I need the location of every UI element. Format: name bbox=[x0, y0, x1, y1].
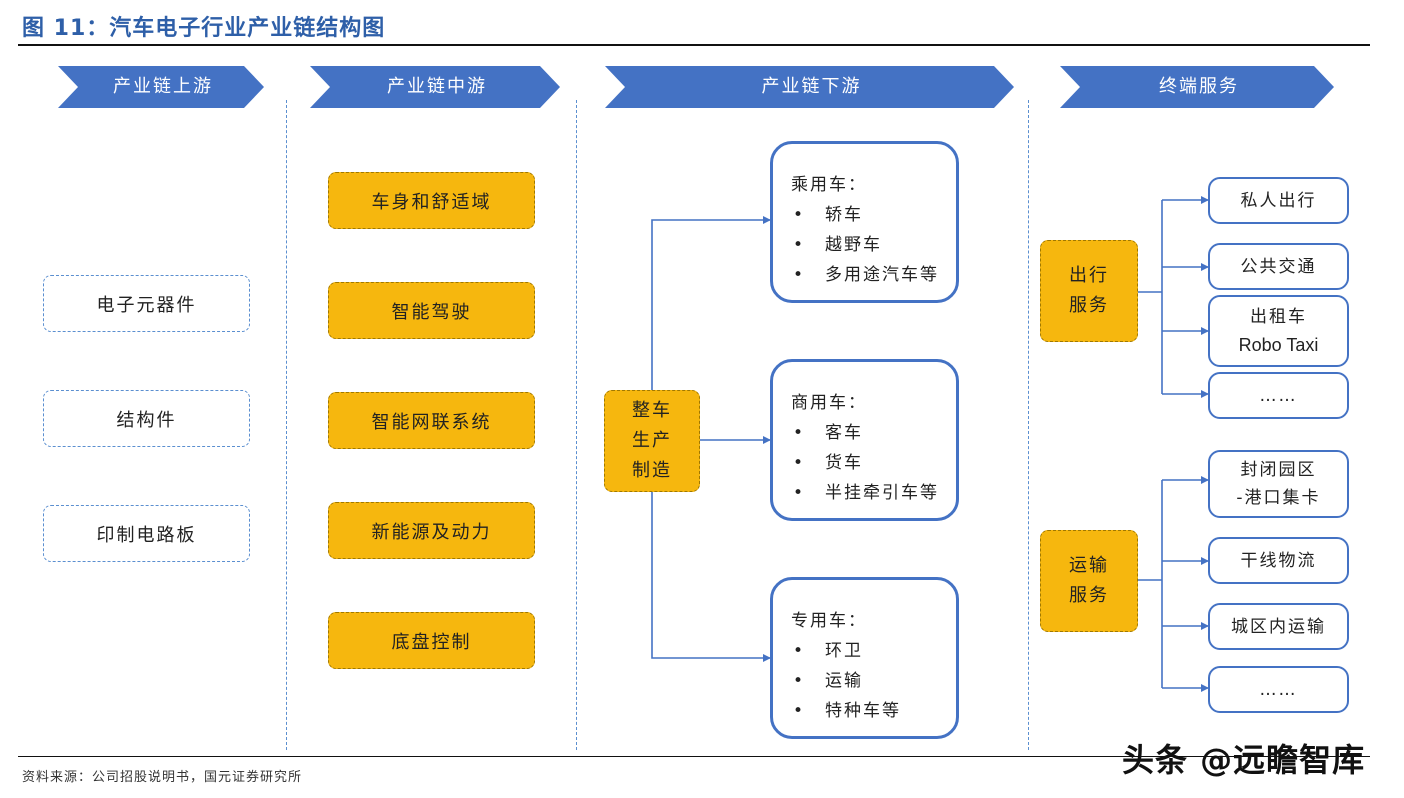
column-headers-graphic bbox=[58, 66, 1334, 108]
vehicle-item: 多用途汽车等 bbox=[791, 260, 956, 290]
manufacturing-box: 整车 生产 制造 bbox=[604, 390, 700, 492]
midstream-item: 车身和舒适域 bbox=[328, 172, 535, 229]
connector-to-special bbox=[651, 492, 771, 662]
service-item-line: -港口集卡 bbox=[1236, 488, 1321, 508]
upstream-item: 电子元器件 bbox=[43, 275, 250, 332]
vehicle-item: 越野车 bbox=[791, 230, 956, 260]
title-rule bbox=[18, 44, 1370, 46]
service-item-line: 公共交通 bbox=[1240, 256, 1317, 277]
manufacturing-line: 整车 bbox=[632, 400, 672, 421]
midstream-item: 智能网联系统 bbox=[328, 392, 535, 449]
service-item-line: …… bbox=[1259, 385, 1298, 406]
vehicle-item: 运输 bbox=[791, 666, 956, 696]
vehicle-item: 货车 bbox=[791, 448, 956, 478]
column-divider bbox=[286, 100, 287, 750]
service-item: 公共交通 bbox=[1208, 243, 1349, 290]
service-category-line: 服务 bbox=[1069, 295, 1109, 316]
connector-to-passenger bbox=[651, 216, 771, 390]
midstream-item: 智能驾驶 bbox=[328, 282, 535, 339]
upstream-item: 印制电路板 bbox=[43, 505, 250, 562]
transport-service-box: 运输 服务 bbox=[1040, 530, 1138, 632]
footer-rule bbox=[18, 756, 1370, 757]
service-item: 封闭园区 -港口集卡 bbox=[1208, 450, 1349, 518]
service-category-line: 服务 bbox=[1069, 585, 1109, 606]
vehicle-item: 特种车等 bbox=[791, 696, 956, 726]
midstream-item: 底盘控制 bbox=[328, 612, 535, 669]
service-item: 城区内运输 bbox=[1208, 603, 1349, 650]
service-category-line: 出行 bbox=[1069, 265, 1109, 286]
header-downstream: 产业链下游 bbox=[761, 76, 862, 97]
header-midstream: 产业链中游 bbox=[387, 76, 487, 97]
header-chevron-terminal bbox=[1060, 66, 1334, 108]
manufacturing-line: 制造 bbox=[632, 460, 672, 481]
watermark: 头条 @远瞻智库 bbox=[1122, 741, 1366, 779]
header-chevron-upstream bbox=[58, 66, 264, 108]
vehicle-item: 客车 bbox=[791, 418, 956, 448]
column-divider bbox=[1028, 100, 1029, 750]
vehicle-type-title: 商用车： bbox=[791, 393, 867, 413]
figure-title: 图 11：汽车电子行业产业链结构图 bbox=[22, 16, 386, 41]
mobility-service-box: 出行 服务 bbox=[1040, 240, 1138, 342]
source-note: 资料来源：公司招股说明书，国元证券研究所 bbox=[22, 770, 303, 785]
service-item: 出租车 Robo Taxi bbox=[1208, 295, 1349, 367]
service-item: …… bbox=[1208, 666, 1349, 713]
header-upstream: 产业链上游 bbox=[113, 76, 213, 97]
service-item: 干线物流 bbox=[1208, 537, 1349, 584]
commercial-vehicle-box: 商用车： 客车 货车 半挂牵引车等 bbox=[770, 359, 959, 521]
passenger-vehicle-box: 乘用车： 轿车 越野车 多用途汽车等 bbox=[770, 141, 959, 303]
upstream-item: 结构件 bbox=[43, 390, 250, 447]
header-chevron-midstream bbox=[310, 66, 560, 108]
service-category-line: 运输 bbox=[1069, 555, 1109, 576]
service-item: 私人出行 bbox=[1208, 177, 1349, 224]
vehicle-type-title: 专用车： bbox=[791, 611, 867, 631]
vehicle-item: 半挂牵引车等 bbox=[791, 478, 956, 508]
midstream-item: 新能源及动力 bbox=[328, 502, 535, 559]
service-item-line: Robo Taxi bbox=[1238, 335, 1319, 355]
service-item-line: 城区内运输 bbox=[1231, 616, 1326, 637]
header-chevron-downstream bbox=[605, 66, 1014, 108]
service-item-line: 封闭园区 bbox=[1240, 460, 1317, 480]
vehicle-item: 轿车 bbox=[791, 200, 956, 230]
header-terminal: 终端服务 bbox=[1159, 76, 1239, 97]
service-item-line: 私人出行 bbox=[1240, 190, 1317, 211]
column-divider bbox=[576, 100, 577, 750]
service-item: …… bbox=[1208, 372, 1349, 419]
manufacturing-line: 生产 bbox=[632, 430, 672, 451]
vehicle-item: 环卫 bbox=[791, 636, 956, 666]
service-item-line: 干线物流 bbox=[1240, 550, 1317, 571]
service-item-line: …… bbox=[1259, 679, 1298, 700]
special-vehicle-box: 专用车： 环卫 运输 特种车等 bbox=[770, 577, 959, 739]
vehicle-type-title: 乘用车： bbox=[791, 175, 867, 195]
service-item-line: 出租车 bbox=[1250, 307, 1307, 327]
